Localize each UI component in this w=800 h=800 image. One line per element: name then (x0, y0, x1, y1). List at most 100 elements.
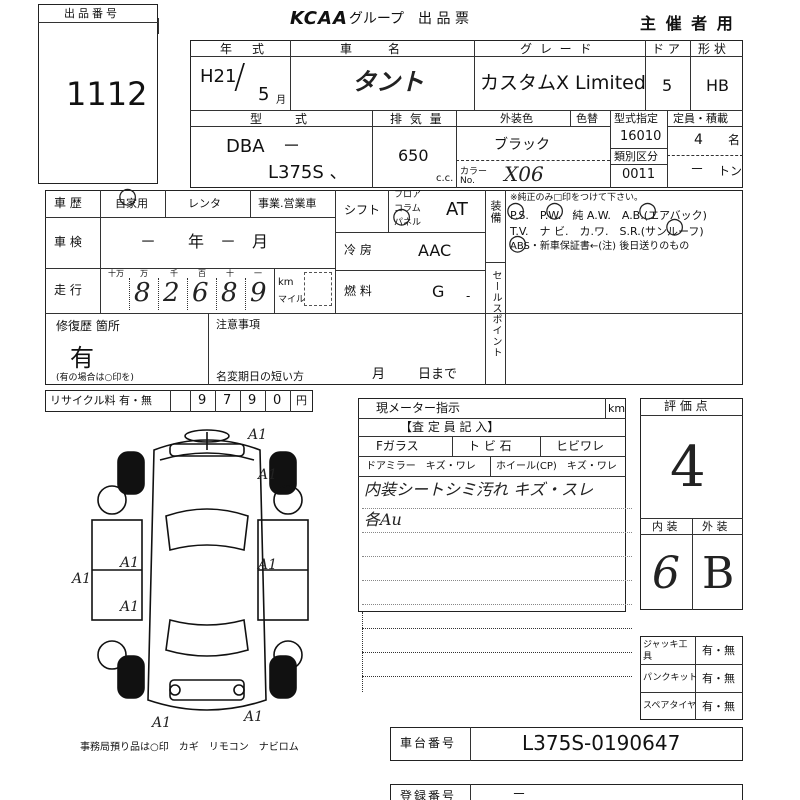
brand-logo: KCAA (290, 8, 348, 29)
lot-number-box (38, 4, 158, 184)
displacement: 650 (398, 146, 429, 165)
interior-label: 内 装 (652, 520, 678, 533)
displacement-label: 排 気 量 (390, 112, 444, 126)
damage-mark-left-outer: A1 (72, 571, 92, 587)
equip-line-1: P.S. P.W. 純 A.W. A.B.(エアバック) (510, 209, 707, 222)
mileage-digit-2: 2 (163, 278, 180, 308)
door-label: ド ア (652, 42, 680, 56)
mileage-digit-3: 6 (192, 278, 209, 308)
mileage-digit-boxes: 十万 万 千 百 十 一 8 2 6 8 9 km マイル (100, 268, 335, 313)
chassis-box (390, 727, 743, 761)
repair-label: 修復歴 箇所 (56, 319, 120, 333)
sales-point-label: セールスポイント (490, 270, 501, 358)
registration-box (390, 784, 743, 800)
crack-label: ヒビワレ (556, 439, 605, 453)
history-business[interactable]: 事業.営業車 (258, 197, 317, 210)
equip-line-3: ABS・新車保証書←(注) 後日送りのもの (510, 241, 690, 252)
month-unit: 月 (276, 95, 286, 106)
inspection-label: 車 検 (54, 235, 82, 249)
year-month: 5 (258, 84, 270, 105)
year-label: 年 式 (220, 42, 269, 56)
chassis-number: L375S-0190647 (522, 731, 681, 755)
accessory-puncture-value[interactable]: 有・無 (702, 672, 735, 685)
inspector-note-2: 各Au (364, 510, 402, 529)
year-era: H21 (200, 66, 237, 87)
fuel-label: 燃 料 (344, 284, 372, 298)
mileage-digit-4: 8 (221, 278, 238, 308)
evaluation-score: 4 (670, 435, 706, 500)
color-no: X06 (504, 162, 544, 186)
type-label: 型式指定 (614, 112, 658, 125)
shift-panel-mark: ○ (392, 204, 412, 229)
ac-label: 冷 房 (344, 243, 372, 257)
equip-mark-ab: ○ (638, 198, 658, 223)
shift-column[interactable]: コラム (394, 204, 421, 214)
repair-note: (有の場合は○印を) (56, 373, 134, 383)
mileage-unit-100k: 十万 (108, 269, 124, 278)
exterior-label: 外 装 (702, 520, 728, 533)
lot-number-label: 出品番号 (64, 7, 120, 20)
ac-value: AAC (418, 241, 452, 260)
model-code: L375S 、 (268, 162, 348, 183)
shift-panel[interactable]: パネル (394, 218, 422, 228)
diagram-footer: 事務局預り品は○印 カギ リモコン ナビロム (80, 742, 299, 753)
shift-floor[interactable]: フロア (394, 190, 422, 200)
car-damage-diagram (91, 429, 309, 711)
class-no: 0011 (622, 167, 656, 182)
car-name: タント (352, 67, 424, 96)
accessories-box (640, 636, 743, 720)
wheel-label: ホイール(CP) キズ・ワレ (496, 461, 617, 472)
remarks-label: 注意事項 (216, 318, 260, 331)
equip-line-2: T.V. ナ ビ. カ.ワ. S.R.(サンルーフ) (510, 225, 704, 238)
capacity-unit: 名 (728, 133, 741, 147)
capacity: 4 (694, 132, 703, 148)
damage-mark-right-side: A1 (258, 557, 278, 573)
equip-mark-sr: ○ (665, 214, 685, 239)
accessory-jack-label: ジャッキ工具 (643, 640, 688, 662)
recycle-digit-4: 9 (248, 393, 257, 408)
mileage-digit-1: 8 (134, 278, 151, 308)
color-label: 外装色 (500, 112, 533, 125)
cc-unit: c.c. (436, 173, 454, 184)
grade: カスタムX Limited (480, 72, 646, 94)
history-label: 車 歴 (54, 196, 82, 210)
fuel-dash: - (466, 289, 471, 303)
history-rental[interactable]: レンタ (188, 197, 221, 210)
recycle-unit: 円 (296, 394, 307, 407)
evaluation-label: 評 価 点 (664, 399, 708, 413)
accessory-spare-value[interactable]: 有・無 (702, 700, 735, 713)
copy-label: 主 催 者 用 (640, 14, 735, 33)
meter-unit: km (608, 402, 626, 415)
inspector-note-1: 内装シートシミ汚れ キズ・スレ (364, 480, 594, 499)
history-table (45, 190, 743, 385)
evaluation-box (640, 398, 743, 610)
chassis-label: 車台番号 (400, 736, 457, 750)
mileage-unit-10k: 万 (140, 269, 148, 278)
load: － (690, 162, 704, 178)
model-prefix: DBA － (226, 136, 301, 157)
body-shape: HB (706, 76, 730, 95)
mileage-unit-100: 百 (198, 269, 206, 278)
damage-mark-left-front: A1 (120, 555, 140, 571)
name-change-month: 月 (372, 367, 386, 382)
shift-label: シフト (344, 203, 381, 217)
mileage-unit-box (304, 272, 332, 306)
meter-label: 現メーター指示 (376, 401, 461, 415)
load-unit: トン (718, 164, 743, 178)
accessory-jack-value[interactable]: 有・無 (702, 644, 735, 657)
stone-chip-label: ト ビ 石 (468, 439, 512, 453)
damage-mark-rear-right: A1 (244, 709, 264, 725)
capacity-label: 定員・積載 (673, 112, 728, 125)
mileage-unit-10: 十 (226, 269, 234, 278)
registration-number: － (512, 787, 526, 800)
history-private[interactable]: 自家用 (115, 197, 148, 210)
mileage-mile-label[interactable]: マイル (278, 295, 306, 305)
accessory-spare-label: スペアタイヤ (643, 701, 697, 711)
equip-label: 装備 (489, 200, 502, 224)
history-private-mark: ○ (118, 184, 138, 209)
exterior-score: B (702, 548, 735, 599)
damage-mark-front-right: A1 (258, 467, 278, 483)
vehicle-info-table (190, 40, 743, 188)
fuel-value: G (432, 282, 445, 301)
mileage-km-label[interactable]: km (278, 277, 294, 288)
